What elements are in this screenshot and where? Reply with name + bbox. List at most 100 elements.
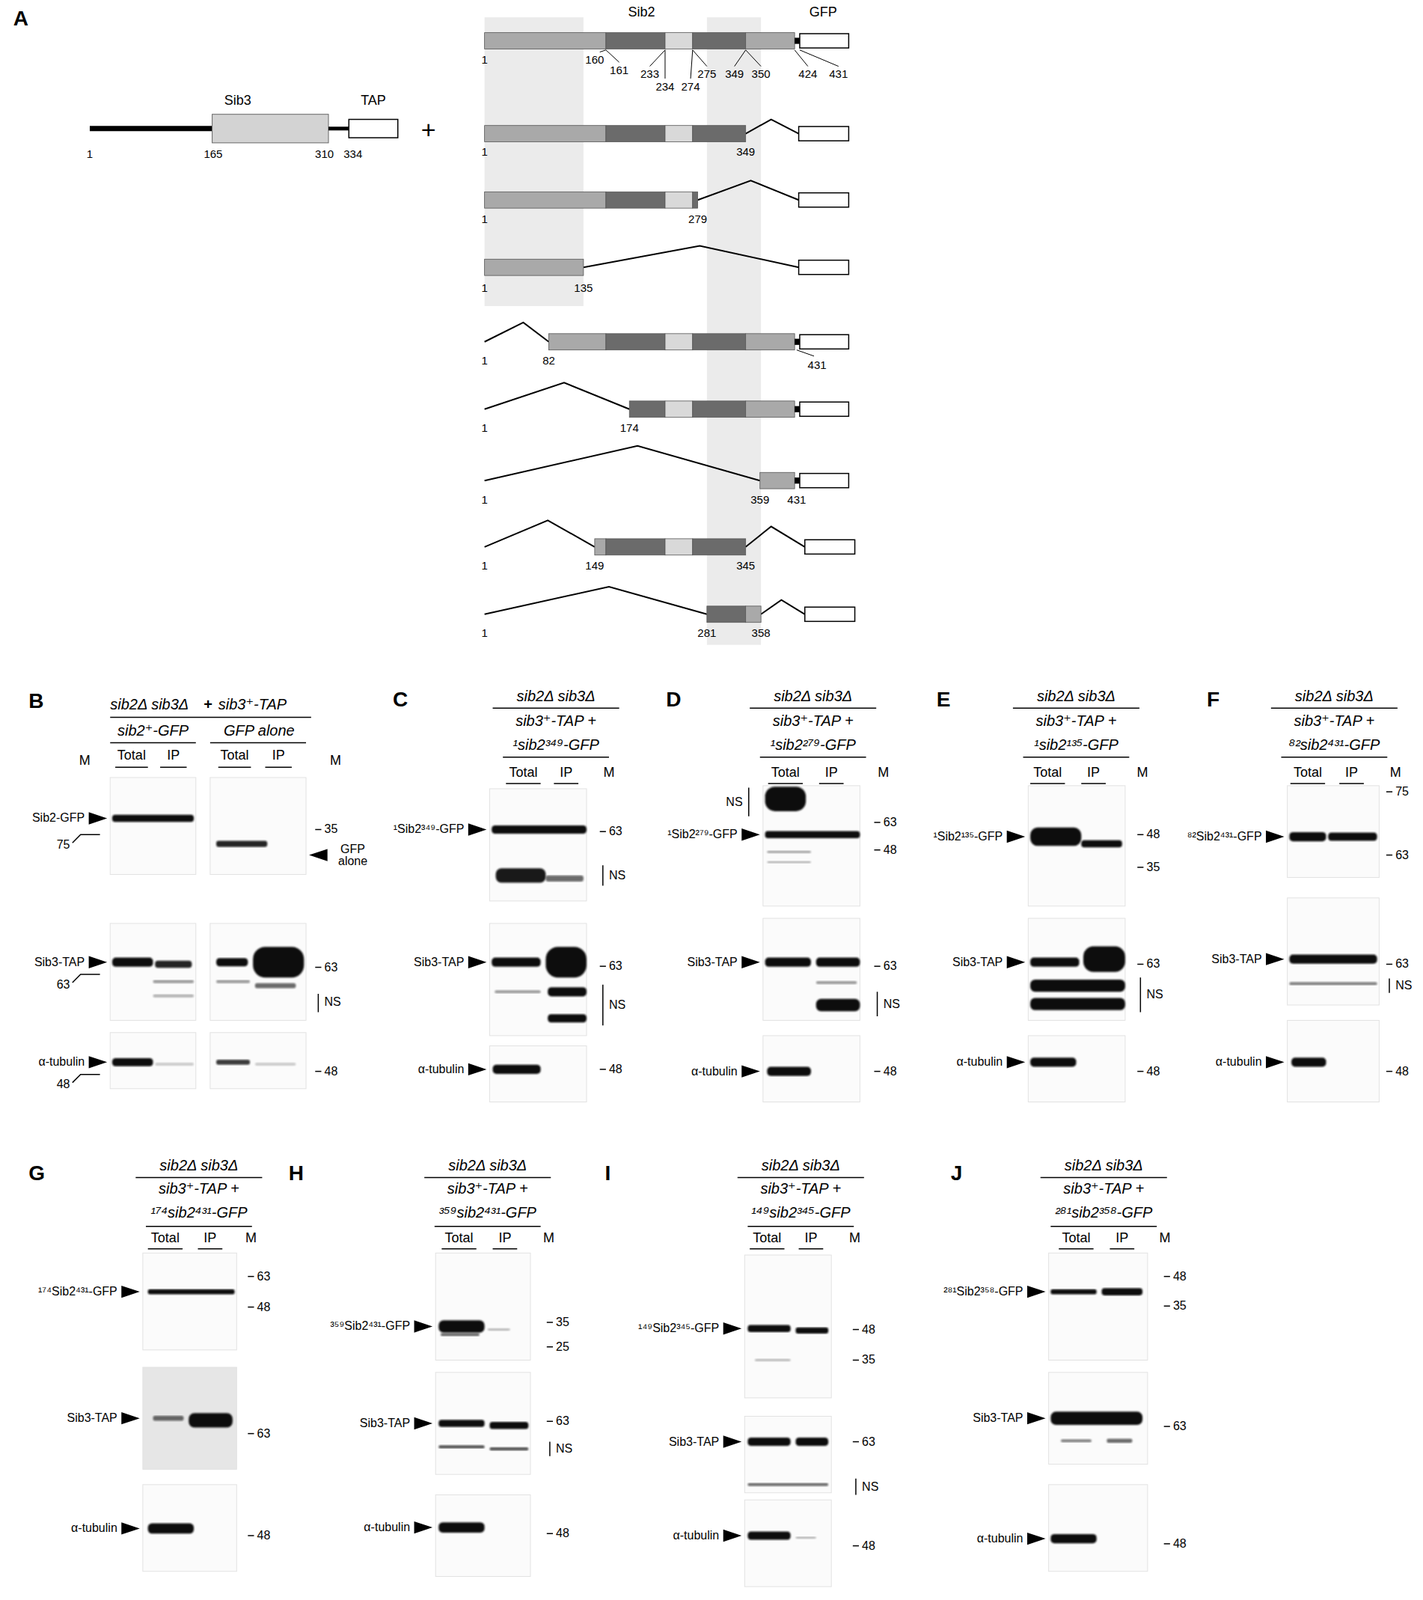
marker-label: 48 [257, 1529, 271, 1542]
marker-label: 35 [1173, 1299, 1187, 1312]
blot-band [255, 1062, 297, 1066]
residue-number: 1 [481, 421, 488, 434]
lane-label: Total [445, 1230, 474, 1245]
marker-label: 48 [555, 1526, 570, 1539]
band-label: α-tubulin [672, 1529, 719, 1542]
panel-letter: G [28, 1162, 45, 1184]
marker-label: 75 [1395, 785, 1409, 798]
band-label: α-tubulin [71, 1521, 118, 1534]
lane-label: Total [151, 1230, 180, 1245]
blot-band [1030, 957, 1079, 967]
blot-membrane [142, 1366, 237, 1469]
marker-dash [1386, 963, 1393, 966]
panel-letter: I [605, 1162, 612, 1184]
leader-line [745, 50, 761, 67]
residue-number: 161 [609, 63, 629, 75]
header-underline [1013, 707, 1140, 709]
marker-label: 48 [1146, 1065, 1161, 1078]
header-underline [1030, 782, 1065, 785]
genotype-label: sib2Δ sib3Δ [159, 1157, 238, 1173]
band-label: Sib3-TAP [972, 1411, 1023, 1424]
marker-tick [72, 1074, 101, 1083]
lane-label: IP [166, 748, 180, 762]
blot-band [153, 1415, 185, 1421]
blot-band [112, 1057, 154, 1067]
protein-segment [606, 32, 666, 50]
band-label: α-tubulin [691, 1065, 738, 1078]
protein-segment [606, 191, 666, 208]
lane-label: M [245, 1230, 257, 1245]
lane-label: Total [1293, 765, 1322, 779]
header-underline [1290, 782, 1325, 785]
panel-letter: F [1206, 689, 1220, 711]
blot-membrane [1287, 1019, 1380, 1102]
marker-label: 48 [1146, 828, 1161, 841]
band-label: ¹⁴⁹Sib2³⁴⁵-GFP [638, 1321, 719, 1334]
residue-number: 334 [343, 147, 363, 159]
band-label: ³⁵⁹Sib2⁴³¹-GFP [330, 1319, 411, 1332]
marker-dash [314, 966, 321, 969]
residue-number: 274 [681, 80, 701, 92]
marker-dash [1164, 1425, 1171, 1427]
western-blot [744, 1254, 832, 1398]
marker-label: 48 [861, 1539, 876, 1552]
marker-dash [600, 830, 607, 832]
blot-band [1030, 827, 1082, 847]
blot-membrane [489, 923, 587, 1036]
leader-line [692, 50, 708, 67]
header-underline [1081, 782, 1106, 785]
marker-label: 35 [324, 822, 339, 835]
band-arrowhead [1027, 1285, 1046, 1298]
marker-label: 48 [861, 1323, 876, 1336]
header-underline [749, 1247, 785, 1250]
protein-segment [692, 191, 699, 208]
blots [72, 707, 1398, 1587]
residue-number: 234 [655, 80, 675, 92]
genotype-label: sib3⁺-TAP + [1293, 712, 1375, 728]
lane-label: M [849, 1230, 861, 1245]
blot-membrane [1048, 1372, 1148, 1465]
blot-band [216, 957, 248, 966]
blot-band [1289, 953, 1377, 963]
marker-label: 48 [1395, 1065, 1409, 1078]
genotype-label: ¹sib2³⁴⁹-GFP [512, 736, 599, 752]
sib2-construct [484, 119, 850, 143]
lane-label: Total [117, 748, 146, 762]
marker-label: NS [725, 796, 743, 809]
marker-label: 63 [609, 959, 623, 972]
blot-membrane [210, 923, 306, 1021]
marker-dash [1386, 854, 1393, 856]
marker-dash [247, 1534, 254, 1536]
western-blot [1287, 785, 1380, 878]
marker-label: 35 [555, 1316, 570, 1328]
western-blot [1048, 1372, 1148, 1465]
band-label: Sib3-TAP [686, 956, 737, 969]
lane-label: IP [166, 748, 180, 762]
panel-letter: D [665, 689, 681, 711]
panel-letter: H [288, 1162, 304, 1184]
blot-membrane [1287, 897, 1380, 1005]
residue-number: 174 [620, 421, 639, 434]
lane-label: IP [272, 748, 286, 762]
genotype-label: sib2Δ sib3Δ [761, 1157, 841, 1173]
genotype-label: sib3⁺-TAP + [158, 1180, 240, 1196]
marker-tick [72, 834, 101, 843]
linker [794, 406, 800, 413]
genotype-label: sib2Δ sib3Δ [448, 1157, 527, 1173]
panel-letter: B [28, 690, 44, 712]
marker-dash [873, 821, 880, 823]
western-blot [1287, 897, 1380, 1005]
panel-letter: E [936, 689, 951, 711]
blot-band [795, 1327, 829, 1334]
band-arrowhead [89, 811, 108, 824]
lane-label: M [245, 1230, 257, 1245]
marker-label: 48 [555, 1526, 570, 1539]
blot-band [216, 980, 250, 984]
blot-band [1030, 997, 1126, 1010]
deletion-line [484, 586, 708, 615]
blot-band [1081, 840, 1123, 848]
marker-label: 63 [883, 816, 898, 829]
header-underline [799, 1247, 824, 1250]
gfp-tag [805, 606, 856, 621]
lane-label: IP [1345, 765, 1358, 779]
